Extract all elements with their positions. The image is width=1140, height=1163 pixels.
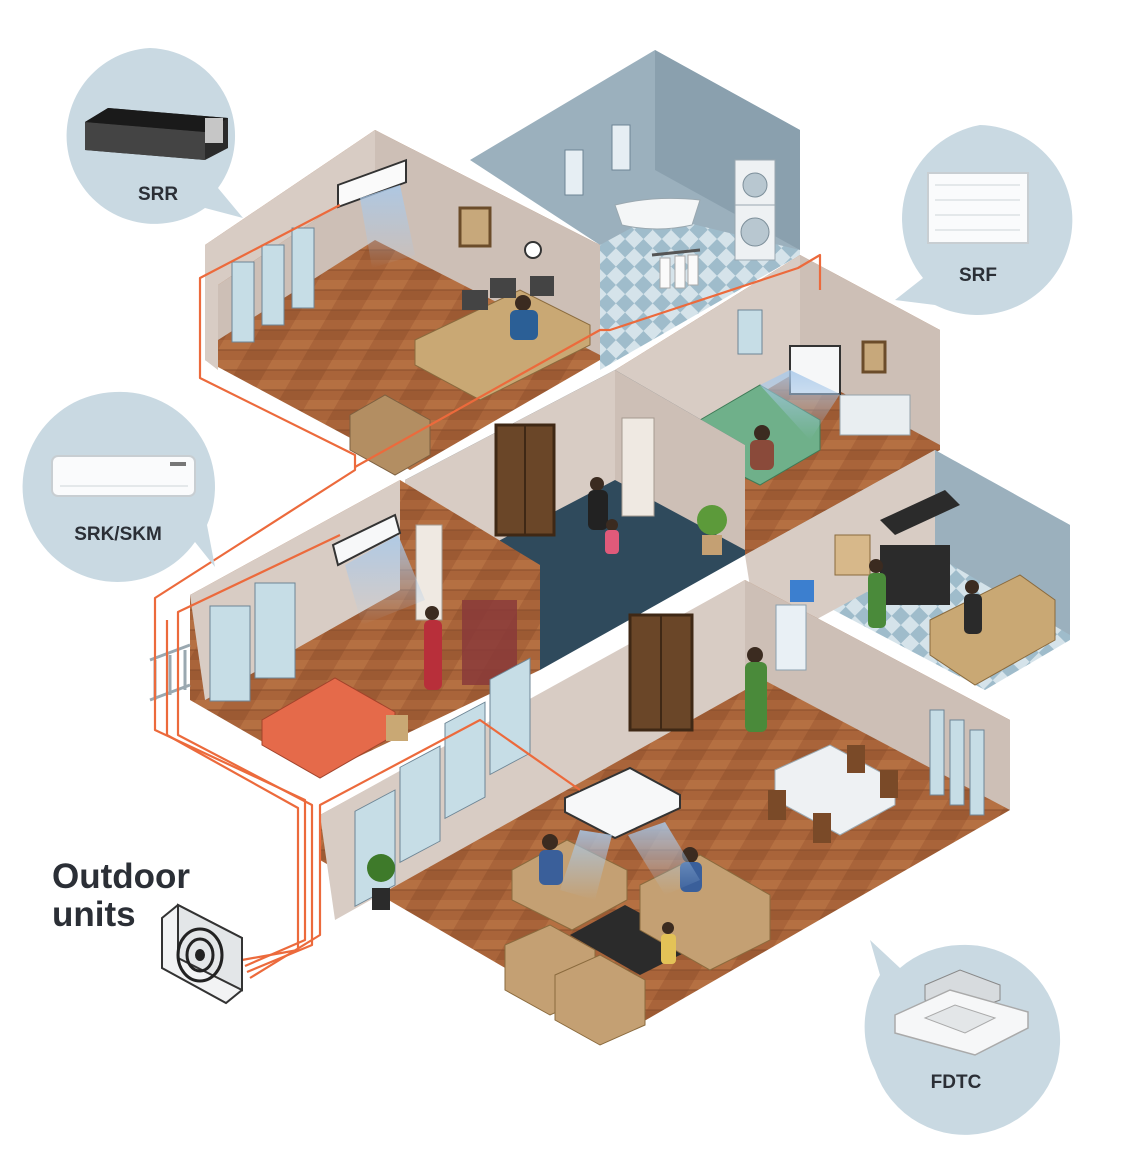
kitchen bbox=[745, 450, 1070, 690]
outdoor-units-line1: Outdoor bbox=[52, 857, 191, 896]
callout-fdtc: FDTC bbox=[864, 940, 1061, 1135]
living-room bbox=[320, 580, 1010, 1046]
refrigerant-pipes bbox=[153, 204, 822, 979]
callout-srr-label: SRR bbox=[138, 184, 178, 205]
bathroom bbox=[470, 50, 800, 370]
wall-mounted-indoor-unit bbox=[331, 513, 402, 567]
callout-srk-skm: SRK/SKM bbox=[22, 391, 215, 582]
callout-srr: SRR bbox=[66, 48, 244, 224]
bedroom-left bbox=[149, 480, 540, 779]
cassette-unit-icon bbox=[894, 969, 1029, 1056]
ducted-unit-icon bbox=[85, 108, 228, 160]
outdoor-units-label: Outdoor units bbox=[52, 858, 190, 934]
callout-fdtc-label: FDTC bbox=[931, 1072, 982, 1093]
callout-srk-skm-label: SRK/SKM bbox=[74, 524, 162, 545]
outdoor-units-line2: units bbox=[52, 895, 136, 934]
callout-srf: SRF bbox=[895, 125, 1073, 315]
wall-mounted-unit-icon bbox=[51, 455, 196, 497]
house bbox=[149, 50, 1070, 1046]
callout-srf-label: SRF bbox=[959, 265, 997, 286]
outdoor-unit-icon bbox=[161, 903, 243, 1005]
floor-console-unit-icon bbox=[927, 172, 1029, 244]
